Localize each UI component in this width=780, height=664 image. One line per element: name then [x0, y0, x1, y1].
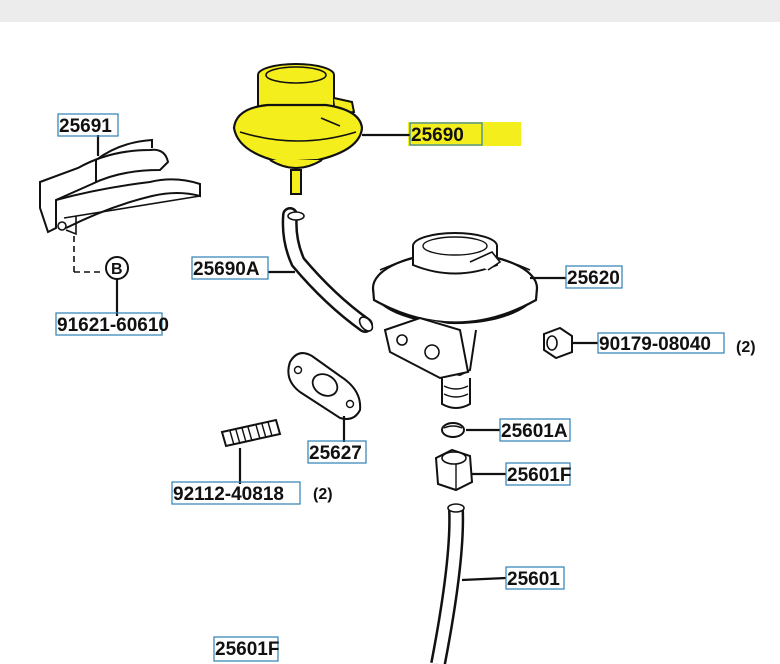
label-25627[interactable]: 25627: [309, 443, 362, 464]
label-25601F-lower[interactable]: 25601F: [215, 639, 279, 660]
part-25601A-ferrule[interactable]: [441, 422, 465, 438]
label-25601[interactable]: 25601: [507, 569, 560, 590]
part-90179-08040-nut[interactable]: [543, 326, 573, 360]
part-92112-40818-stud[interactable]: [220, 418, 282, 448]
label-92112-40818[interactable]: 92112-40818: [173, 484, 284, 505]
part-25690-vacuum-modulator[interactable]: [232, 63, 521, 195]
part-25620-egr-valve[interactable]: [371, 232, 539, 409]
label-25691[interactable]: 25691: [59, 116, 112, 137]
part-25601F-nut[interactable]: [434, 448, 474, 492]
qty-90179-08040: (2): [736, 339, 756, 356]
label-91621-60610[interactable]: 91621-60610: [57, 315, 169, 336]
bolt-b-letter: B: [111, 261, 123, 278]
part-25601-pipe[interactable]: [430, 503, 465, 664]
label-25690[interactable]: 25690: [411, 125, 464, 146]
label-25601A[interactable]: 25601A: [501, 421, 568, 442]
part-25690A-hose[interactable]: [281, 207, 375, 333]
qty-92112-40818: (2): [313, 486, 333, 503]
part-25627-gasket[interactable]: [287, 352, 362, 420]
label-25690A[interactable]: 25690A: [193, 259, 260, 280]
label-90179-08040[interactable]: 90179-08040: [599, 334, 711, 355]
part-25690-highlight: [408, 122, 521, 146]
label-25601F-upper[interactable]: 25601F: [507, 465, 571, 486]
label-25620[interactable]: 25620: [567, 268, 620, 289]
top-bar: [0, 0, 780, 22]
part-25691-bracket[interactable]: [39, 138, 201, 236]
